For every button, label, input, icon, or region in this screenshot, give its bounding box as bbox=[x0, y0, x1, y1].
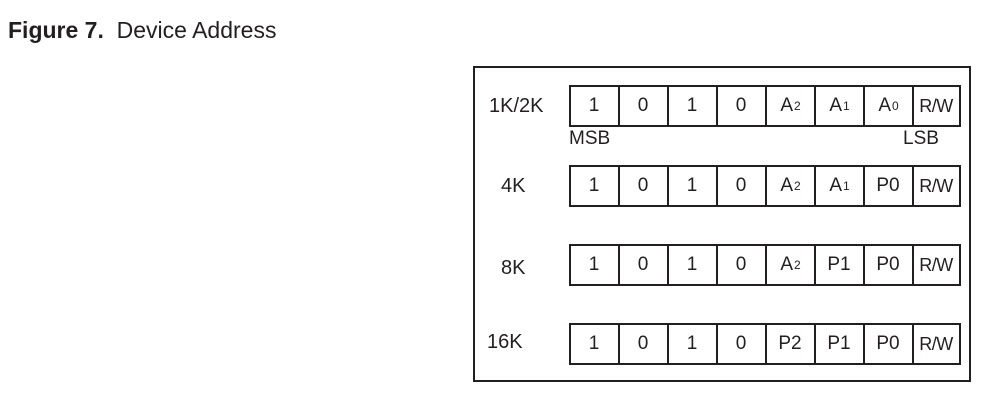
bit-cell: P0 bbox=[865, 325, 914, 363]
bit-cell: P1 bbox=[816, 325, 865, 363]
row-label-8k: 8K bbox=[501, 257, 526, 279]
bit-cell-rw: R/W bbox=[914, 325, 961, 363]
bit-cell: 1 bbox=[571, 87, 620, 125]
bit-cell: 0 bbox=[718, 325, 767, 363]
bit-cell: 0 bbox=[620, 246, 669, 284]
msb-label: MSB bbox=[569, 128, 611, 149]
bit-cell: 0 bbox=[620, 87, 669, 125]
bit-cell: P1 bbox=[816, 246, 865, 284]
bit-cell-rw: R/W bbox=[914, 167, 961, 205]
bit-cell: P2 bbox=[767, 325, 816, 363]
bit-cell-rw: R/W bbox=[914, 246, 961, 284]
row-label-1k-2k: 1K/2K bbox=[489, 95, 544, 117]
address-register-16k: 1 0 1 0 P2 P1 P0 R/W bbox=[569, 323, 961, 365]
bit-cell: 0 bbox=[718, 167, 767, 205]
bit-cell: 1 bbox=[669, 325, 718, 363]
row-label-4k: 4K bbox=[501, 175, 526, 197]
bit-cell: 1 bbox=[669, 246, 718, 284]
lsb-label: LSB bbox=[903, 128, 939, 149]
figure-number: Figure 7. bbox=[8, 17, 104, 43]
bit-cell-rw: R/W bbox=[914, 87, 961, 125]
bit-cell: 1 bbox=[571, 325, 620, 363]
bit-cell: 0 bbox=[620, 325, 669, 363]
bit-cell: 1 bbox=[669, 87, 718, 125]
bit-cell: 0 bbox=[718, 87, 767, 125]
row-label-16k: 16K bbox=[487, 331, 523, 353]
figure-title: Device Address bbox=[116, 17, 277, 43]
bit-cell: 0 bbox=[620, 167, 669, 205]
bit-cell: 1 bbox=[571, 167, 620, 205]
bit-cell: P0 bbox=[865, 167, 914, 205]
bit-cell: 1 bbox=[571, 246, 620, 284]
bit-cell: P0 bbox=[865, 246, 914, 284]
figure-caption: Figure 7. Device Address bbox=[8, 15, 276, 45]
bit-cell: 0 bbox=[718, 246, 767, 284]
bit-cell: 1 bbox=[669, 167, 718, 205]
